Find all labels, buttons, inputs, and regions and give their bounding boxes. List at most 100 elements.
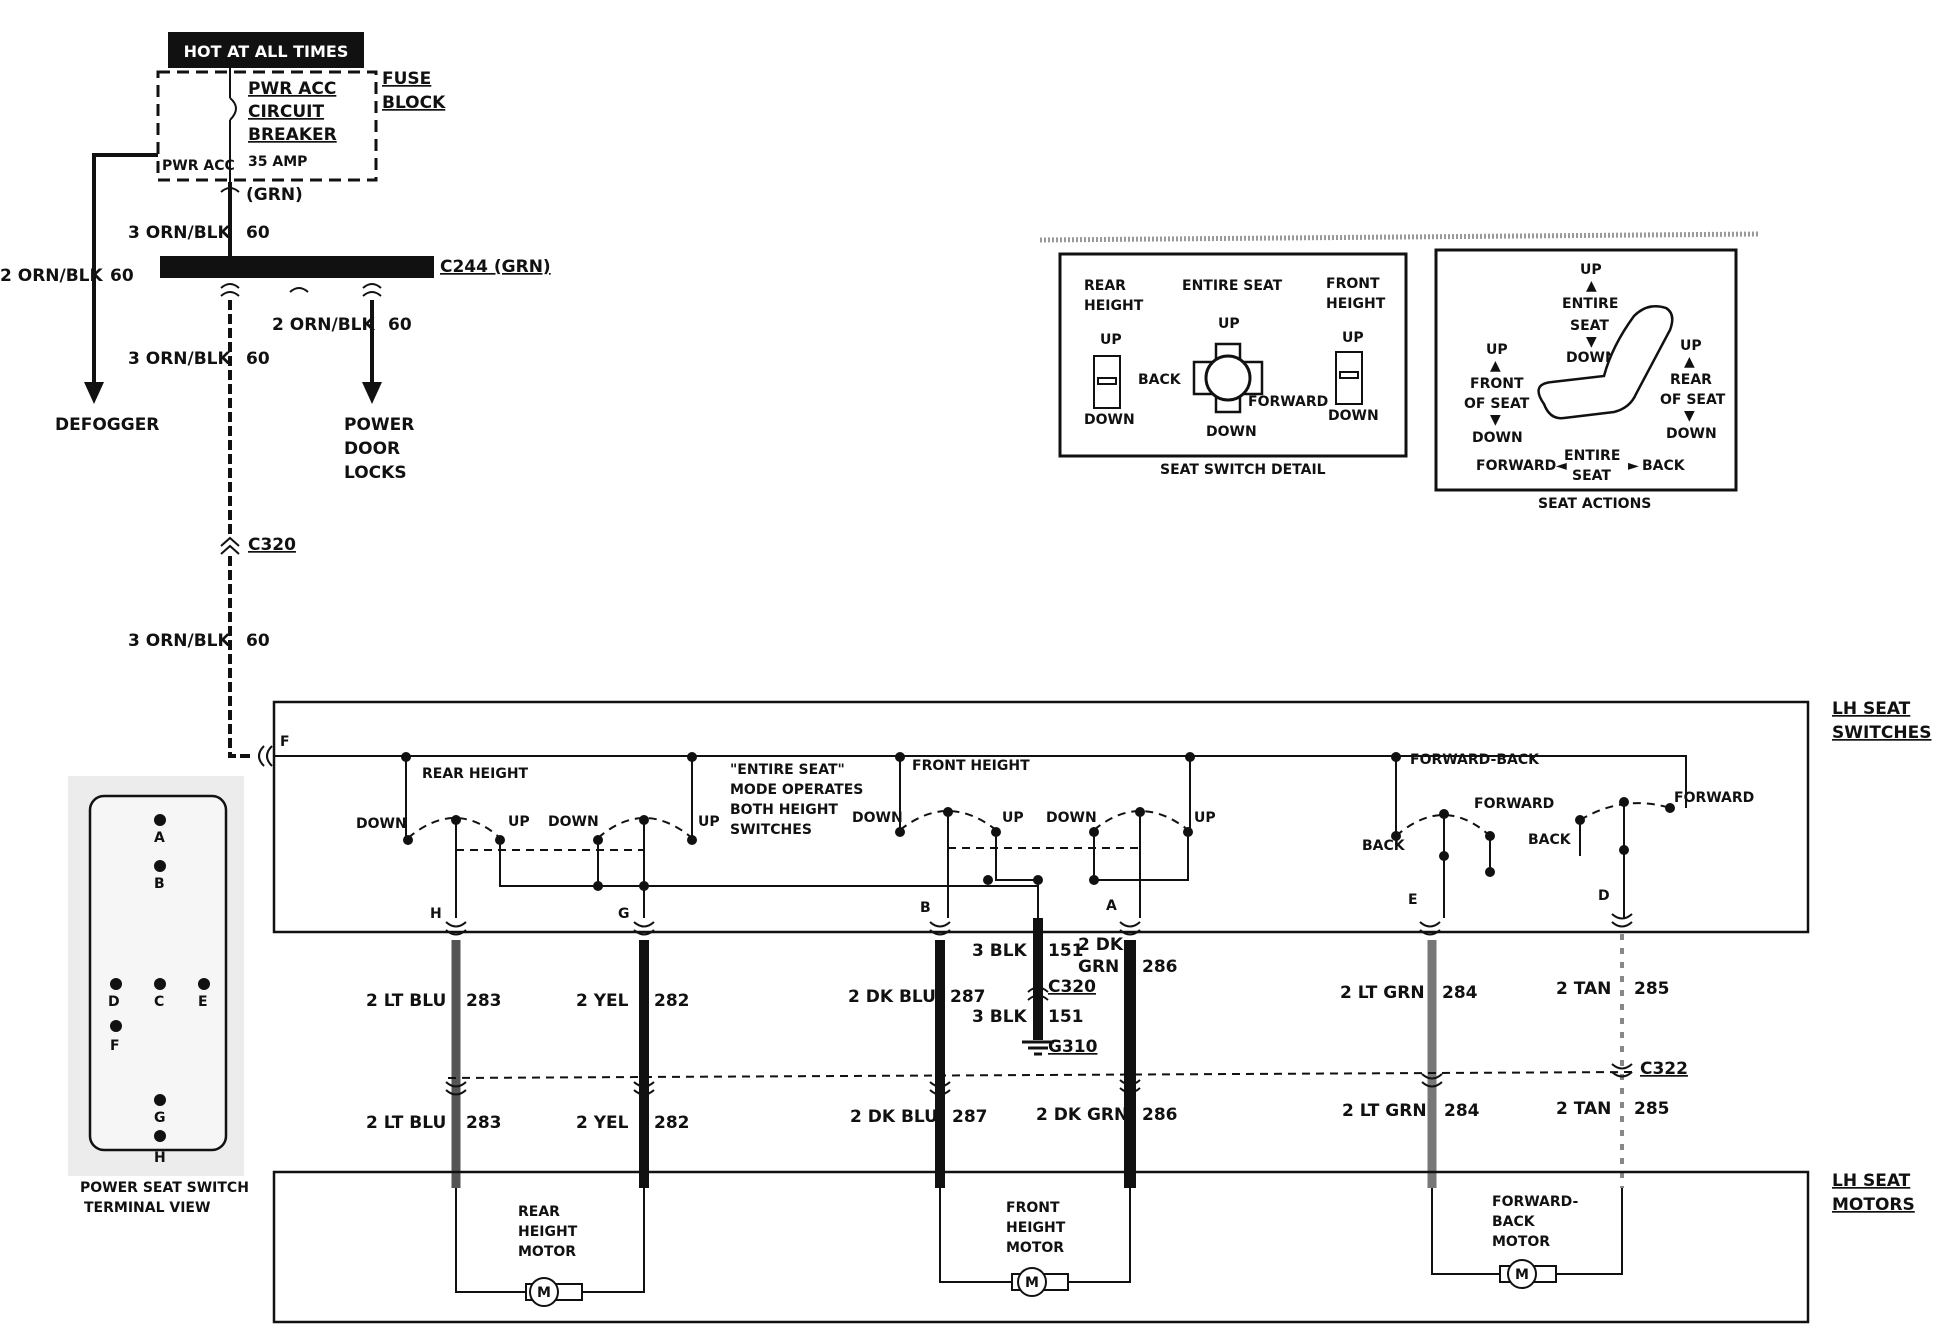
fuse-connector-color: (GRN) — [246, 185, 303, 205]
fuse-block-label-2: BLOCK — [382, 93, 446, 113]
defogger-branch: DEFOGGER 2 ORN/BLK 60 — [0, 153, 159, 435]
svg-text:▼: ▼ — [1684, 408, 1695, 424]
sa-bottom-entire-1: ENTIRE — [1564, 448, 1620, 464]
defogger-wire-label: 2 ORN/BLK — [0, 266, 104, 286]
ssd-rear-2: HEIGHT — [1084, 298, 1144, 314]
sa-forward: FORWARD — [1476, 458, 1556, 474]
feed2-wire-label: 3 ORN/BLK — [128, 349, 232, 369]
circuit-286-num-upper: 286 — [1142, 957, 1178, 977]
circuit-282-upper: 2 YEL — [576, 991, 629, 1011]
fb-motor-l3: MOTOR — [1492, 1234, 1550, 1250]
sa-front-2: OF SEAT — [1464, 396, 1530, 412]
circuit-282-lower: 2 YEL — [576, 1113, 629, 1133]
svg-text:▲: ▲ — [1586, 278, 1597, 294]
circuit-282-num-upper: 282 — [654, 991, 690, 1011]
pin-b: B — [920, 900, 931, 916]
terminal-view: A B D C E F G H POWER SEAT SWITCH TERMIN… — [68, 776, 249, 1216]
circuit-284-upper: 2 LT GRN — [1340, 983, 1425, 1003]
circuit-283-num-lower: 283 — [466, 1113, 502, 1133]
circuit-287-upper: 2 DK BLU — [848, 987, 936, 1007]
hot-at-all-times-banner: HOT AT ALL TIMES — [168, 32, 364, 68]
fb-motor-l2: BACK — [1492, 1214, 1536, 1230]
front-motor-symbol — [1017, 1267, 1047, 1297]
rear-down-2: DOWN — [548, 814, 599, 830]
circuit-282-num-lower: 282 — [654, 1113, 690, 1133]
g310-label: G310 — [1048, 1037, 1098, 1057]
power-door-locks-2: DOOR — [344, 439, 400, 459]
svg-text:▲: ▲ — [1684, 354, 1695, 370]
fuse-block: PWR ACC CIRCUIT BREAKER 35 AMP PWR ACC F… — [156, 68, 446, 205]
tv-pin-f: F — [110, 1038, 120, 1054]
sa-rear-down: DOWN — [1666, 426, 1717, 442]
feed-wire-label: 3 ORN/BLK — [128, 223, 232, 243]
power-door-locks-3: LOCKS — [344, 463, 407, 483]
svg-text:►: ► — [1628, 458, 1639, 474]
sa-entire-2: SEAT — [1570, 318, 1609, 334]
ssd-front-up: UP — [1342, 330, 1364, 346]
fb-motor-m: M — [1515, 1267, 1529, 1283]
terminal-view-caption-1: POWER SEAT SWITCH — [80, 1180, 249, 1196]
ssd-rear-down: DOWN — [1084, 412, 1135, 428]
ground-num-1: 151 — [1048, 941, 1084, 961]
circuit-283-num-upper: 283 — [466, 991, 502, 1011]
fuse-block-label-1: FUSE — [382, 69, 431, 89]
rear-motor-m: M — [537, 1285, 551, 1301]
seat-actions: UP ▲ ENTIRE SEAT ▼ DOWN UP ▲ FRONT OF SE… — [1434, 248, 1738, 512]
rear-height-label: REAR HEIGHT — [422, 766, 529, 782]
hot-at-all-times-label: HOT AT ALL TIMES — [184, 42, 349, 61]
rear-motor-l2: HEIGHT — [518, 1224, 578, 1240]
front-height-motor: FRONT HEIGHT MOTOR M — [939, 1188, 1131, 1297]
forward-back-label: FORWARD-BACK — [1410, 752, 1540, 768]
front-up-1: UP — [1002, 810, 1024, 826]
fb-back-1: BACK — [1362, 838, 1406, 854]
ssd-front-down: DOWN — [1328, 408, 1379, 424]
power-door-locks-1: POWER — [344, 415, 414, 435]
c322-connector-marks — [445, 1063, 1633, 1096]
front-motor-l3: MOTOR — [1006, 1240, 1064, 1256]
pin-d: D — [1598, 888, 1610, 904]
ssd-entire-up: UP — [1218, 316, 1240, 332]
sa-up: UP — [1580, 262, 1602, 278]
ssd-rear-1: REAR — [1084, 278, 1126, 294]
rear-up-1: UP — [508, 814, 530, 830]
sa-entire-1: ENTIRE — [1562, 296, 1618, 312]
ground-wire-2: 3 BLK — [972, 1007, 1028, 1027]
fb-forward-1: FORWARD — [1474, 796, 1554, 812]
entire-seat-note-3: BOTH HEIGHT — [730, 802, 838, 818]
switches-title-2: SWITCHES — [1832, 723, 1931, 743]
rear-motor-l1: REAR — [518, 1204, 560, 1220]
circuit-286-num-lower: 286 — [1142, 1105, 1178, 1125]
sa-bottom-entire-2: SEAT — [1572, 468, 1611, 484]
forward-back-motor: FORWARD- BACK MOTOR M — [1431, 1188, 1623, 1289]
breaker-line1: PWR ACC — [248, 79, 336, 99]
svg-text:▼: ▼ — [1586, 334, 1597, 350]
circuit-285-lower: 2 TAN — [1556, 1099, 1611, 1119]
front-height-label: FRONT HEIGHT — [912, 758, 1030, 774]
breaker-amp: 35 AMP — [248, 154, 307, 170]
circuit-wires: 3 BLK 151 C320 3 BLK 151 G310 C322 2 LT … — [366, 913, 1688, 1188]
lh-seat-motors: LH SEAT MOTORS REAR HEIGHT MOTOR M FRONT… — [272, 1170, 1915, 1324]
circuit-284-lower: 2 LT GRN — [1342, 1101, 1427, 1121]
ssd-front-2: HEIGHT — [1326, 296, 1386, 312]
ssd-entire-seat: ENTIRE SEAT — [1182, 278, 1283, 294]
sa-down: DOWN — [1566, 350, 1617, 366]
seat-icon — [1537, 305, 1674, 420]
fb-motor-l1: FORWARD- — [1492, 1194, 1579, 1210]
rear-motor-l3: MOTOR — [518, 1244, 576, 1260]
pin-e: E — [1408, 892, 1418, 908]
ssd-front-1: FRONT — [1326, 276, 1380, 292]
circuit-284-num-lower: 284 — [1444, 1101, 1480, 1121]
circuit-287-num-upper: 287 — [950, 987, 986, 1007]
c320-lower-label: C320 — [1048, 977, 1096, 997]
fb-back-2: BACK — [1528, 832, 1572, 848]
c320-upper-label: C320 — [248, 535, 296, 555]
feed3-wire-num: 60 — [246, 631, 270, 651]
tv-pin-g: G — [154, 1110, 166, 1126]
motors-title-1: LH SEAT — [1832, 1171, 1911, 1191]
circuit-286-upper-2: GRN — [1078, 957, 1119, 977]
front-up-2: UP — [1194, 810, 1216, 826]
circuit-287-num-lower: 287 — [952, 1107, 988, 1127]
feed3-wire-label: 3 ORN/BLK — [128, 631, 232, 651]
tv-pin-b: B — [154, 876, 165, 892]
